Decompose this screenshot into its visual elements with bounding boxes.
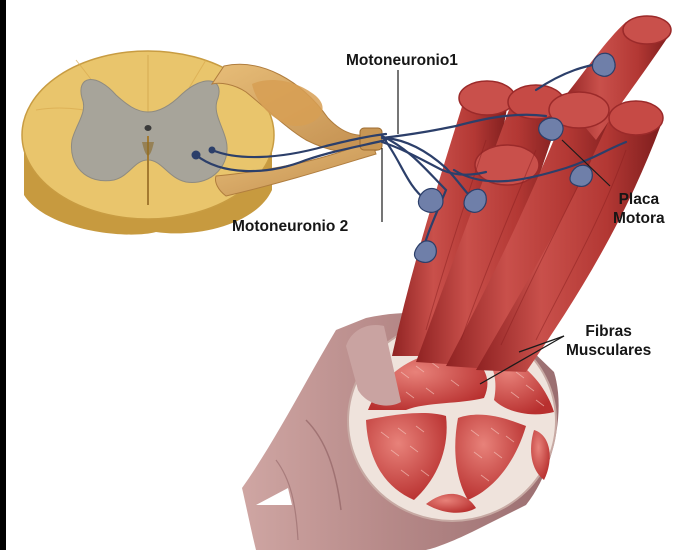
label-placa-line-1: Placa bbox=[613, 190, 665, 209]
label-motoneuronio-1: Motoneuronio1 bbox=[346, 51, 458, 70]
anatomy-illustration bbox=[6, 0, 687, 550]
label-placa-motora: Placa Motora bbox=[613, 190, 665, 228]
label-motoneuronio-2: Motoneuronio 2 bbox=[232, 217, 348, 236]
label-fibras-line-1: Fibras bbox=[566, 322, 651, 341]
illustration-canvas: Motoneuronio1 Motoneuronio 2 Placa Motor… bbox=[6, 0, 687, 550]
label-fibras-line-2: Musculares bbox=[566, 341, 651, 360]
label-fibras-musculares: Fibras Musculares bbox=[566, 322, 651, 360]
label-placa-line-2: Motora bbox=[613, 209, 665, 228]
